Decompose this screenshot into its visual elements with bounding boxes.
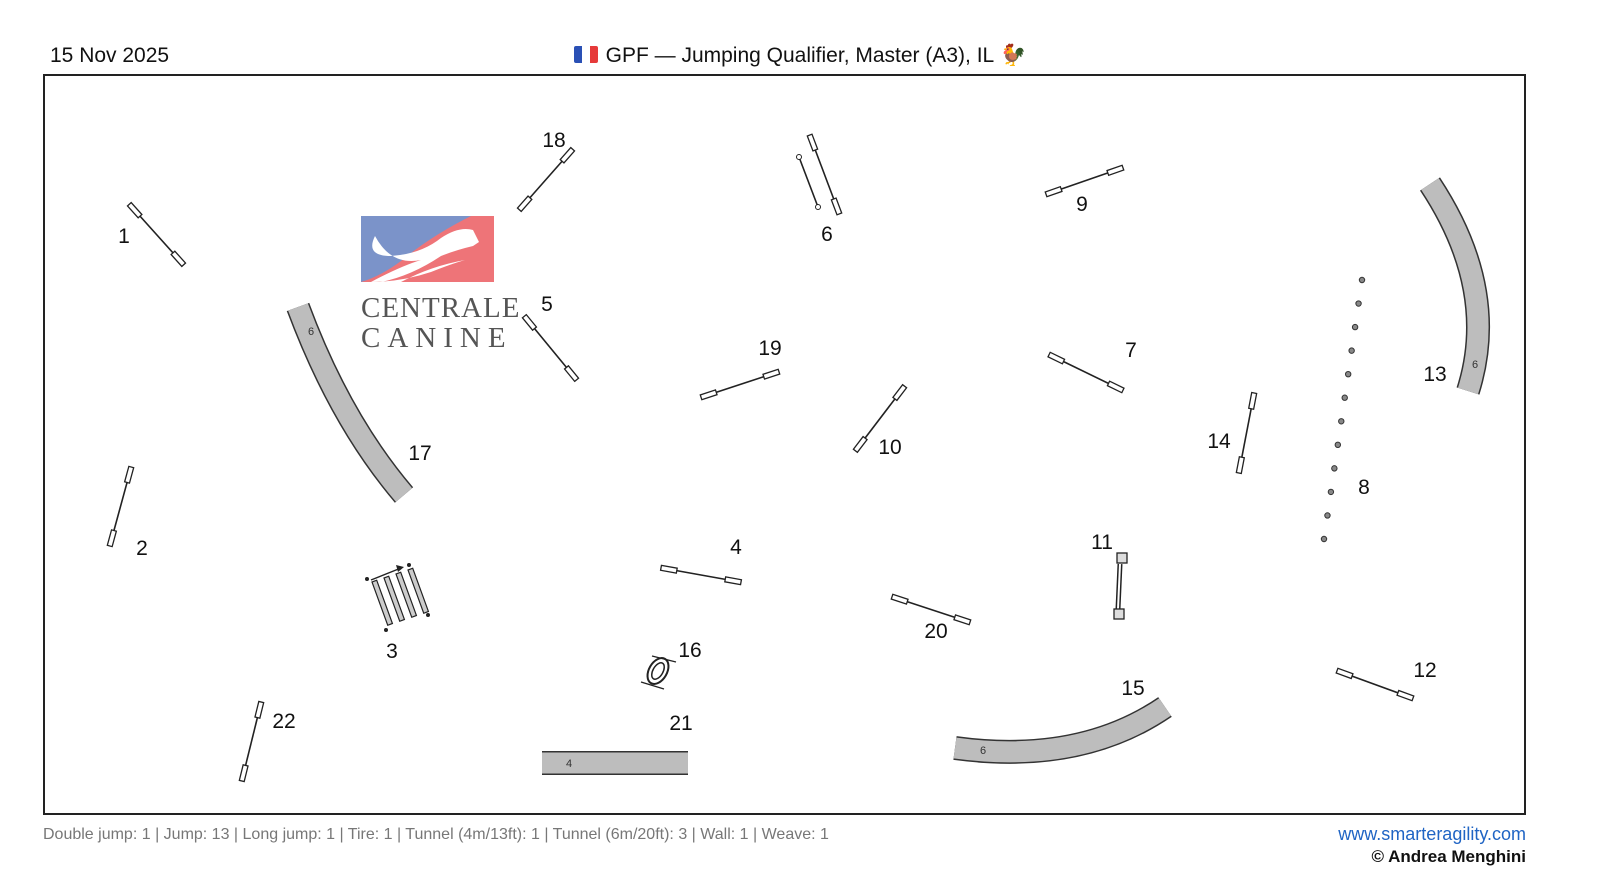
obstacle-tunnel-17: 6 17 [286,302,432,503]
tunnel-length-label: 6 [980,745,986,757]
logo-line1: CENTRALE [361,292,521,324]
weave-pole [1351,323,1359,331]
french-flag-icon [573,46,598,63]
obstacle-long-jump-3: 3 [365,563,430,663]
obstacle-jump-10: 10 [852,383,908,459]
tunnel-length-label: 4 [566,758,572,770]
weave-pole [1348,347,1355,354]
obstacle-number: 19 [758,337,781,360]
obstacle-jump-20: 20 [890,593,972,643]
obstacle-summary: Double jump: 1 | Jump: 13 | Long jump: 1… [43,826,829,843]
obstacle-jump-5: 5 [521,293,580,383]
obstacle-number: 9 [1076,193,1088,216]
rooster-icon: 🐓 [1000,44,1027,67]
obstacle-number: 12 [1413,659,1436,682]
course-title: GPF — Jumping Qualifier, Master (A3), IL… [0,44,1600,68]
obstacle-number: 8 [1358,476,1370,499]
obstacle-number: 11 [1091,531,1113,554]
obstacle-jump-9: 9 [1044,164,1125,216]
obstacle-number: 20 [924,620,947,643]
obstacle-tire-16: 16 [640,639,702,690]
obstacle-weave-8: 8 [1320,276,1370,543]
obstacle-number: 6 [821,223,833,246]
obstacle-number: 21 [669,712,692,735]
logo-line2: CANINE [361,322,513,354]
obstacle-number: 2 [136,537,148,560]
obstacle-tunnel-15: 6 15 [953,677,1172,764]
obstacle-number: 13 [1423,363,1446,386]
copyright: © Andrea Menghini [1371,847,1526,866]
obstacle-jump-1: 1 [118,201,187,268]
weave-pole [1358,276,1366,284]
course-area [43,74,1526,815]
weave-pole [1341,394,1348,401]
website-link[interactable]: www.smarteragility.com [1338,824,1526,844]
obstacle-number: 22 [272,710,295,733]
obstacle-number: 14 [1207,430,1231,453]
obstacle-number: 3 [386,640,398,663]
obstacle-number: 18 [542,129,565,152]
obstacle-jump-4: 4 [659,536,743,586]
weave-pole [1338,418,1345,425]
obstacle-number: 5 [541,293,553,316]
obstacle-tunnel-21: 4 21 [542,712,693,775]
obstacle-jump-19: 19 [699,337,782,401]
course-date: 15 Nov 2025 [50,44,170,67]
dog-logo-icon [361,216,494,282]
obstacle-number: 16 [678,639,701,662]
tunnel-length-label: 6 [1472,359,1478,371]
tunnel-length-label: 6 [308,326,314,338]
weave-pole [1324,512,1331,519]
obstacle-jump-14: 14 [1207,391,1258,475]
obstacle-jump-12: 12 [1335,659,1437,702]
weave-pole [1344,370,1352,378]
obstacle-tunnel-13: 6 13 [1419,177,1491,395]
weave-pole [1355,300,1362,307]
obstacle-jump-2: 2 [106,465,148,560]
obstacle-number: 17 [408,442,431,465]
weave-pole [1334,441,1342,449]
obstacle-double-jump-6: 6 [796,133,843,246]
obstacle-number: 4 [730,536,742,559]
obstacle-number: 15 [1121,677,1144,700]
weave-pole [1320,535,1328,543]
obstacle-jump-7: 7 [1047,339,1137,394]
obstacle-jump-22: 22 [238,700,296,783]
obstacle-number: 1 [118,225,130,248]
weave-pole [1327,488,1335,496]
obstacle-jump-18: 18 [516,129,576,213]
obstacle-number: 10 [878,436,901,459]
weave-pole [1331,465,1338,472]
obstacle-number: 7 [1125,339,1137,362]
course-title-text: GPF — Jumping Qualifier, Master (A3), IL [605,44,995,67]
obstacle-wall-11: 11 [1091,531,1128,620]
